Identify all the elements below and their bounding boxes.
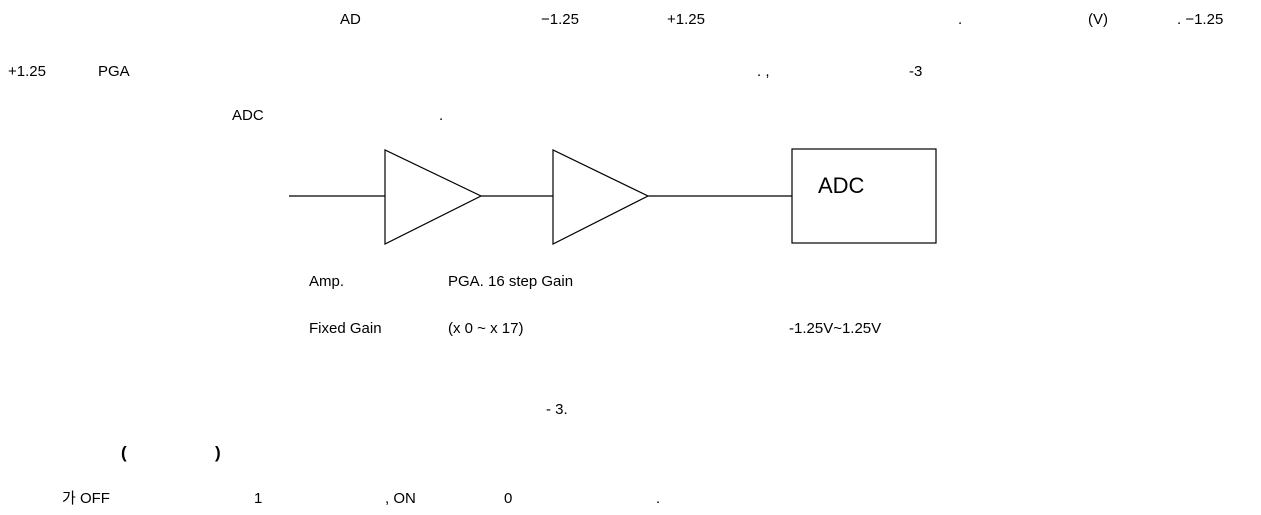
adc-box-label: ADC [818,173,865,198]
text-plus-1-25: +1.25 [667,11,705,28]
text-one: 1 [254,490,263,507]
text-figure-ref: -3 [909,63,923,80]
amp-triangle [384,149,483,245]
figure-caption: - 3. [546,401,568,418]
amp-gain-label: Fixed Gain [309,320,382,337]
text-period-3: . [439,107,444,124]
text-minus-1-25: −1.25 [541,11,579,28]
text-adc: ADC [232,107,264,124]
pga-gain-range: (x 0 ~ x 17) [448,320,524,337]
section-close-paren: ) [215,443,221,462]
adc-box [791,148,937,244]
text-ga-off: 가 OFF [62,490,110,507]
text-line1-end: . −1.25 [1177,11,1224,28]
text-line2-punct: . , [757,63,770,80]
text-period-1: . [958,11,963,28]
text-line2-plus: +1.25 [8,63,46,80]
text-period-last: . [656,490,661,507]
text-pga: PGA [98,63,130,80]
section-open-paren: ( [121,443,127,462]
pga-label: PGA. 16 step Gain [448,273,574,290]
text-on: , ON [385,490,416,507]
text-unit-volt: (V) [1088,11,1108,28]
amp-label: Amp. [309,273,345,290]
text-ad: AD [340,11,361,28]
text-zero: 0 [504,490,513,507]
adc-input-range: -1.25V~1.25V [789,320,882,337]
pga-triangle [552,149,650,245]
